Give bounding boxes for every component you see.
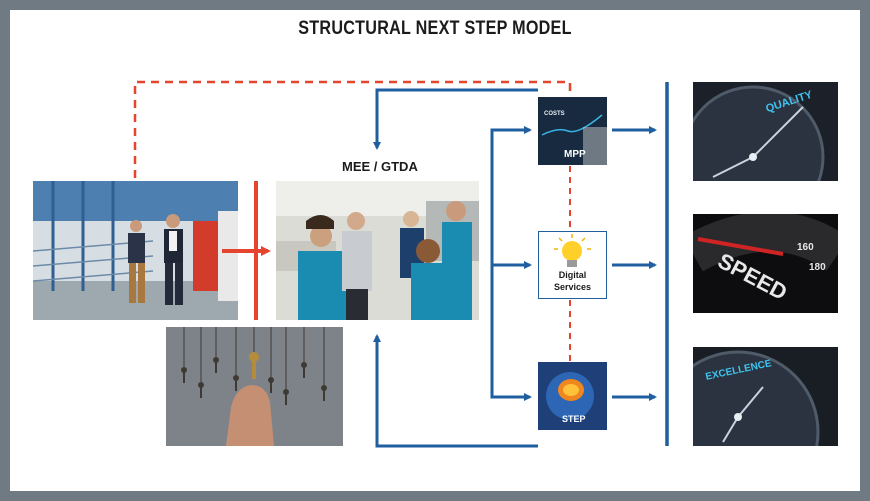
speed-180-label: 180 — [809, 262, 826, 273]
digital-label-line2: Services — [553, 282, 592, 292]
team-meeting-photo — [276, 181, 479, 320]
center-label: MEE / GTDA — [342, 159, 418, 174]
digital-services-node: Digital Services — [538, 231, 607, 299]
keys-photo — [166, 327, 343, 446]
digital-label-line1: Digital — [558, 270, 587, 280]
mpp-node: COSTS MPP — [538, 97, 607, 165]
diagram-title: STRUCTURAL NEXT STEP MODEL — [298, 18, 572, 39]
factory-photo — [33, 181, 238, 320]
speed-160-label: 160 — [797, 242, 814, 253]
step-node: STEP — [538, 362, 607, 430]
step-label: STEP — [562, 414, 586, 424]
excellence-gauge: EXCELLENCE — [693, 347, 838, 446]
mpp-label: MPP — [564, 149, 586, 160]
speed-gauge: SPEED 160 180 — [693, 214, 838, 313]
mpp-costs-label: COSTS — [544, 111, 565, 117]
quality-gauge: QUALITY — [693, 82, 838, 181]
